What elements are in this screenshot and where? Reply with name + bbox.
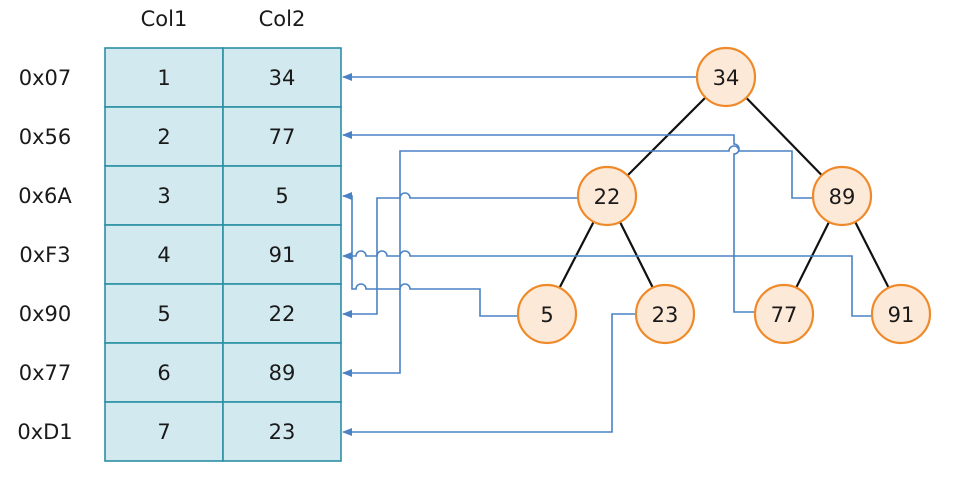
data-table xyxy=(104,47,342,462)
tree-node-circle xyxy=(870,283,932,345)
cell-value-col2: 22 xyxy=(269,302,296,326)
tree-node-circle xyxy=(753,283,815,345)
tree-nodes: 34 22 89 5 23 77 91 xyxy=(516,46,932,345)
pointer-arrows xyxy=(342,73,871,436)
row-address: 0x6A xyxy=(18,184,72,208)
tree-node-77: 77 xyxy=(753,283,815,345)
table-cell-col2 xyxy=(222,106,342,167)
table-cell-col2 xyxy=(222,401,342,462)
tree-node-circle xyxy=(516,283,578,345)
table-cell-col2 xyxy=(222,283,342,344)
table-cell-col2 xyxy=(222,47,342,108)
tree-node-label: 89 xyxy=(829,185,856,209)
table-cell-col1 xyxy=(104,106,224,167)
cell-value-col1: 7 xyxy=(157,420,170,444)
row-address: 0xD1 xyxy=(17,420,72,444)
row-address: 0xF3 xyxy=(19,243,70,267)
tree-node-label: 77 xyxy=(771,303,798,327)
tree-node-circle xyxy=(695,46,757,108)
tree-node-22: 22 xyxy=(576,165,638,227)
cell-value-col1: 5 xyxy=(157,302,170,326)
tree-node-23: 23 xyxy=(634,283,696,345)
row-address: 0x07 xyxy=(19,66,72,90)
cell-value-col1: 2 xyxy=(157,125,170,149)
table-cell-col2 xyxy=(222,165,342,226)
tree-node-label: 23 xyxy=(652,303,679,327)
tree-node-5: 5 xyxy=(516,283,578,345)
pointer-arrow-23 xyxy=(342,313,635,436)
pointer-arrow-5 xyxy=(342,192,517,317)
pointer-arrow-91 xyxy=(342,250,871,317)
tree-node-circle xyxy=(576,165,638,227)
cell-value-col2: 23 xyxy=(269,420,296,444)
cell-value-col1: 1 xyxy=(157,66,170,90)
pointer-arrow-22 xyxy=(342,192,577,318)
cell-value-col2: 77 xyxy=(269,125,296,149)
cell-value-col1: 3 xyxy=(157,184,170,208)
cell-value-col2: 89 xyxy=(269,361,296,385)
tree-node-label: 5 xyxy=(540,303,553,327)
column-header-col2: Col2 xyxy=(259,7,306,31)
tree-node-circle xyxy=(634,283,696,345)
column-header-col1: Col1 xyxy=(141,7,188,31)
cell-value-col1: 4 xyxy=(157,243,170,267)
tree-node-circle xyxy=(811,165,873,227)
tree-node-34: 34 xyxy=(695,46,757,108)
table-cell-col2 xyxy=(222,224,342,285)
table-cell-col1 xyxy=(104,401,224,462)
tree-node-89: 89 xyxy=(811,165,873,227)
cell-value-col2: 34 xyxy=(269,66,296,90)
cell-value-col2: 91 xyxy=(269,243,296,267)
cell-value-col1: 6 xyxy=(157,361,170,385)
tree-node-label: 22 xyxy=(594,185,621,209)
pointer-arrow-89 xyxy=(342,145,812,377)
row-address: 0x77 xyxy=(19,361,72,385)
tree-node-label: 91 xyxy=(888,303,915,327)
tree-node-91: 91 xyxy=(870,283,932,345)
tree-node-label: 34 xyxy=(713,66,740,90)
table-cell-col1 xyxy=(104,47,224,108)
row-address: 0x56 xyxy=(19,125,72,149)
row-address: 0x90 xyxy=(19,302,72,326)
table-cell-col2 xyxy=(222,342,342,403)
cell-value-col2: 5 xyxy=(275,184,288,208)
